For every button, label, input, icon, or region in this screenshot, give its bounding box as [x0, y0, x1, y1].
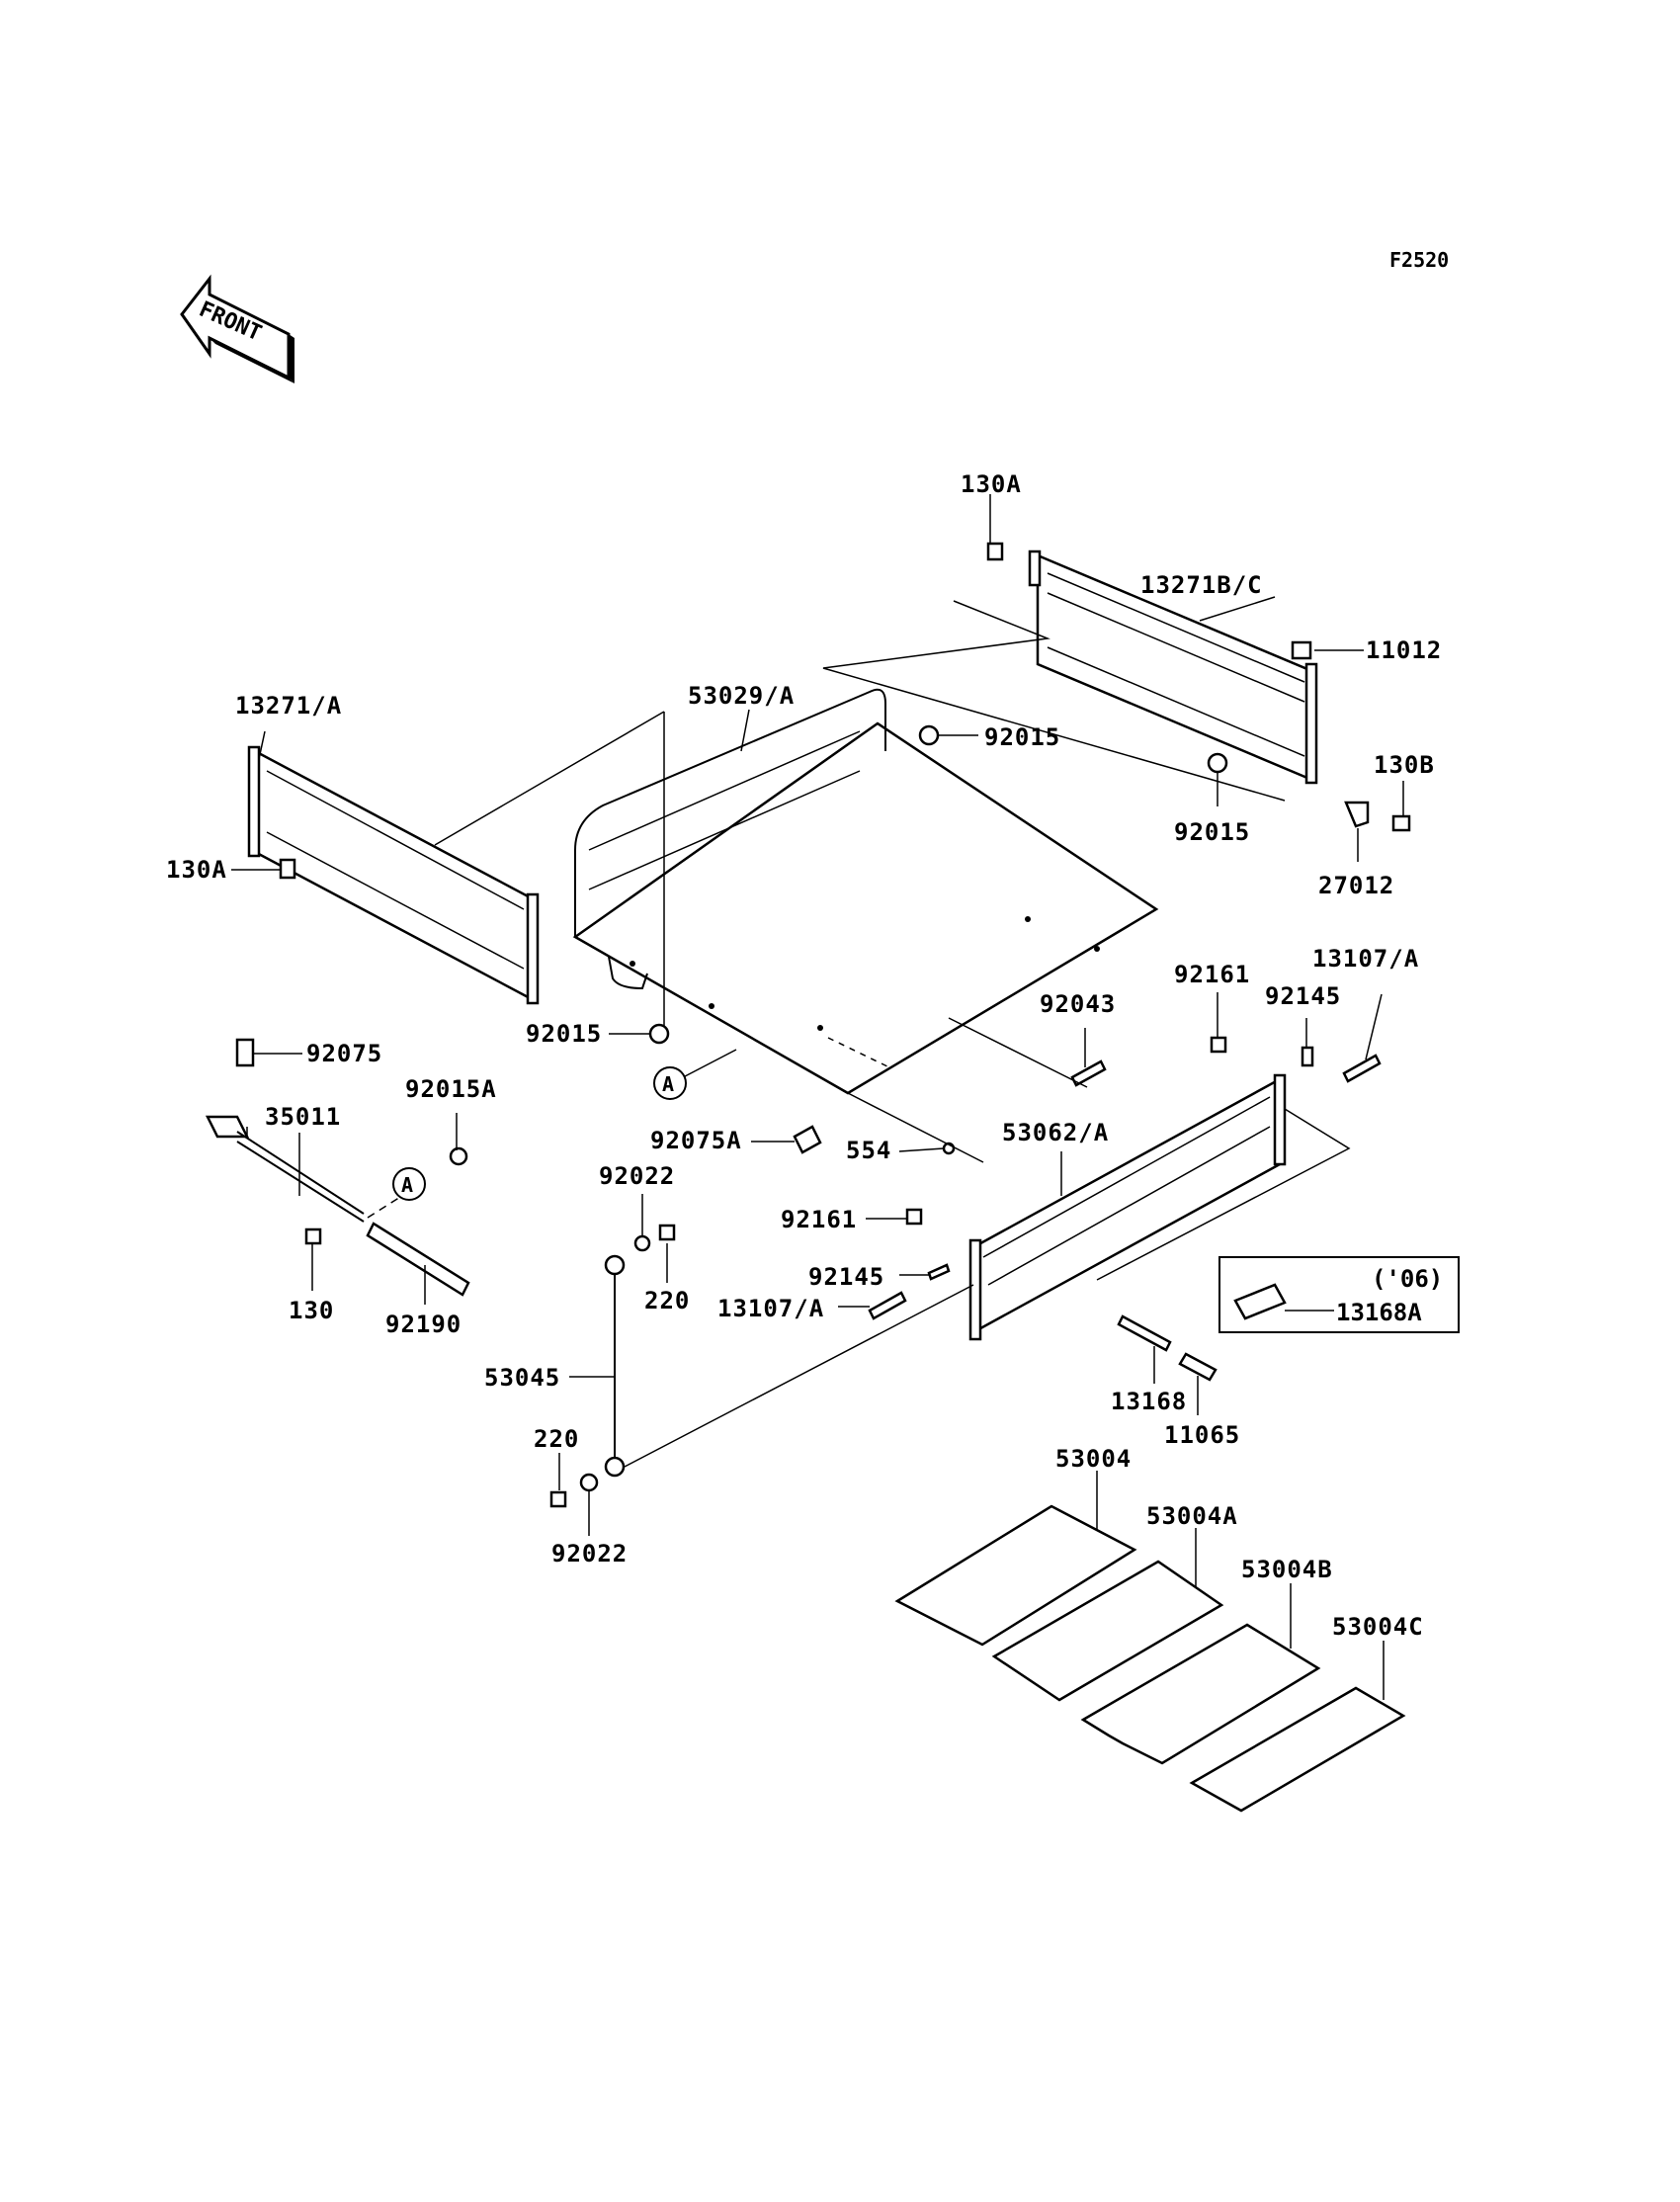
label-53062a: 53062/A	[1002, 1119, 1109, 1146]
label-130a-top: 130A	[961, 470, 1022, 498]
label-92075a: 92075A	[650, 1127, 742, 1154]
label-92022-t: 92022	[599, 1162, 675, 1190]
label-13271a: 13271/A	[235, 692, 342, 720]
reference-marker-a-2: A	[392, 1167, 426, 1201]
figure-code: F2520	[1389, 248, 1449, 272]
washer-92022-t	[633, 1234, 651, 1252]
washer-92022-b	[579, 1473, 599, 1492]
label-92145-l: 92145	[808, 1263, 884, 1291]
label-92022-b: 92022	[551, 1540, 628, 1567]
svg-text:A: A	[401, 1173, 413, 1197]
label-130: 130	[289, 1297, 334, 1324]
fastener-130b	[1391, 814, 1411, 832]
label-92161-l: 92161	[781, 1206, 857, 1233]
front-arrow-icon: FRONT	[180, 274, 294, 383]
fastener-11012	[1291, 640, 1312, 660]
fastener-92161-l	[905, 1208, 923, 1226]
fastener-92015-a	[918, 724, 940, 746]
label-53004c: 53004C	[1332, 1613, 1424, 1641]
label-13107a-l: 13107/A	[717, 1295, 824, 1322]
label-220-t: 220	[644, 1287, 690, 1314]
svg-text:A: A	[662, 1072, 674, 1096]
side-panel-right	[1028, 550, 1318, 785]
label-53004: 53004	[1055, 1445, 1132, 1473]
label-92161-r: 92161	[1174, 961, 1250, 988]
mat-53004c	[1189, 1686, 1406, 1813]
pin-13107a-r	[1342, 1054, 1382, 1083]
bolt-130	[304, 1228, 322, 1245]
label-53004a: 53004A	[1146, 1502, 1238, 1530]
mat-53004a	[991, 1560, 1224, 1702]
label-92075: 92075	[306, 1040, 382, 1067]
label-92145-r: 92145	[1265, 982, 1341, 1010]
label-11012: 11012	[1366, 636, 1442, 664]
label-92190: 92190	[385, 1311, 462, 1338]
side-panel-left	[247, 745, 540, 1005]
pin-13168	[1117, 1314, 1172, 1352]
fastener-92015a	[449, 1146, 468, 1166]
label-11065: 11065	[1164, 1421, 1240, 1449]
reference-marker-a-1: A	[653, 1066, 687, 1100]
fastener-130a-top	[986, 542, 1004, 561]
label-130b: 130B	[1374, 751, 1435, 779]
label-92043: 92043	[1040, 990, 1116, 1018]
label-13168: 13168	[1111, 1388, 1187, 1415]
pin-11065	[1178, 1352, 1218, 1382]
label-92015-c: 92015	[526, 1020, 602, 1048]
label-35011: 35011	[265, 1103, 341, 1131]
label-220-b: 220	[534, 1425, 579, 1453]
spring-92145-l	[927, 1263, 951, 1281]
label-92015-a: 92015	[984, 723, 1060, 751]
label-130a-left: 130A	[166, 856, 227, 884]
fastener-92015-c	[648, 1023, 670, 1045]
pin-92043	[1070, 1059, 1107, 1087]
label-92015a: 92015A	[405, 1075, 497, 1103]
cap-92075a	[793, 1125, 822, 1154]
tailgate	[968, 1073, 1287, 1341]
mat-53004	[894, 1504, 1137, 1647]
pin-13107a-l	[868, 1291, 907, 1320]
bracket-27012	[1344, 801, 1370, 828]
label-554: 554	[846, 1137, 891, 1164]
fastener-92015-b	[1207, 752, 1228, 774]
note-part: 13168A	[1336, 1299, 1422, 1326]
mat-53004b	[1080, 1623, 1321, 1765]
label-13107a-r: 13107/A	[1312, 945, 1419, 973]
label-53045: 53045	[484, 1364, 560, 1392]
label-27012: 27012	[1318, 872, 1394, 899]
label-53029a: 53029/A	[688, 682, 795, 710]
spring-92145-r	[1301, 1046, 1314, 1067]
fastener-130a-left	[279, 858, 296, 880]
label-53004b: 53004B	[1241, 1556, 1333, 1583]
note-year: ('06)	[1372, 1265, 1443, 1293]
label-13271bc: 13271B/C	[1140, 571, 1263, 599]
bed-tray	[572, 688, 1159, 1095]
bolt-220-b	[549, 1490, 567, 1508]
fastener-92161-r	[1210, 1036, 1227, 1054]
bolt-220-t	[658, 1224, 676, 1241]
note-box: ('06) 13168A	[1218, 1256, 1460, 1333]
gate-cable	[604, 1254, 626, 1478]
label-92015-b: 92015	[1174, 818, 1250, 846]
tube-92190	[366, 1222, 470, 1297]
